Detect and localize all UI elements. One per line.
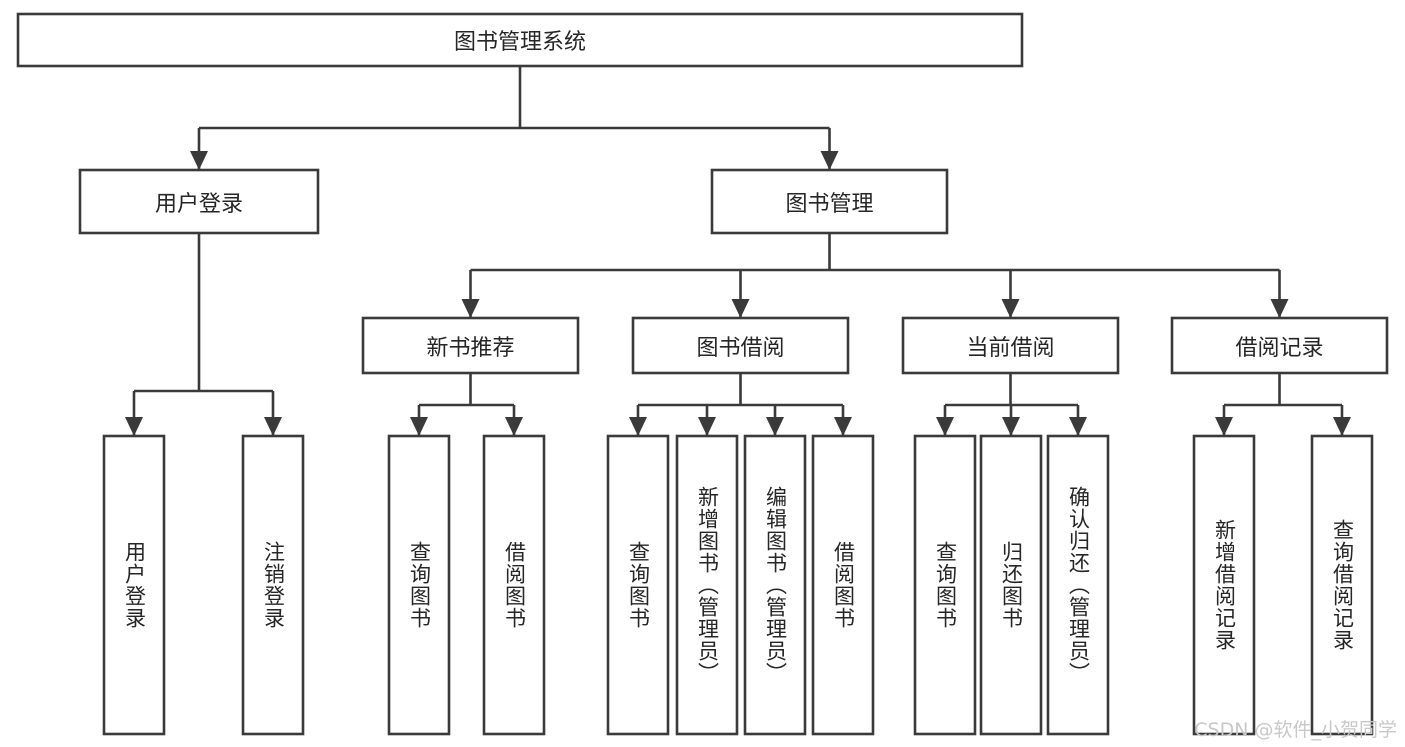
node-box-leaf-query-book-borrow[interactable] xyxy=(606,434,670,736)
arrow-head-bookmgmt-to-level2-2 xyxy=(1001,299,1020,318)
node-box-leaf-borrow-book[interactable] xyxy=(811,434,875,736)
node-box-leaf-confirm-return[interactable] xyxy=(1046,434,1110,736)
node-box-leaf-user-login[interactable] xyxy=(102,434,166,736)
arrow-head-borrowrecord-to-leaves-0 xyxy=(1215,417,1233,436)
arrow-head-currentborrow-to-leaves-2 xyxy=(1069,417,1087,436)
arrow-head-currentborrow-to-leaves-1 xyxy=(1002,417,1020,436)
arrow-head-currentborrow-to-leaves-0 xyxy=(936,417,954,436)
arrow-head-bookmgmt-to-level2-0 xyxy=(461,299,480,318)
node-box-leaf-query-book-cur[interactable] xyxy=(913,434,977,736)
node-box-book-borrow[interactable] xyxy=(631,316,850,375)
node-box-new-book-recommend[interactable] xyxy=(361,316,580,375)
arrow-head-bookmgmt-to-level2-1 xyxy=(731,299,750,318)
node-box-leaf-return-book[interactable] xyxy=(979,434,1043,736)
node-box-root[interactable] xyxy=(16,12,1024,68)
arrow-head-root-to-level1-1 xyxy=(820,151,839,170)
arrow-head-userlogin-to-leaves-1 xyxy=(264,417,282,436)
arrow-head-bookborrow-to-leaves-1 xyxy=(698,417,716,436)
arrow-head-userlogin-to-leaves-0 xyxy=(125,417,143,436)
node-box-leaf-logout[interactable] xyxy=(241,434,305,736)
edges-layer xyxy=(125,66,1351,436)
arrow-head-newbook-to-leaves-0 xyxy=(410,417,428,436)
arrow-head-bookborrow-to-leaves-2 xyxy=(766,417,784,436)
node-box-leaf-borrow-book-rec[interactable] xyxy=(482,434,546,736)
node-box-leaf-add-record[interactable] xyxy=(1192,434,1256,736)
arrow-head-root-to-level1-0 xyxy=(190,151,208,170)
arrow-head-newbook-to-leaves-1 xyxy=(505,417,523,436)
arrow-head-bookborrow-to-leaves-3 xyxy=(834,417,852,436)
node-box-leaf-edit-book[interactable] xyxy=(743,434,807,736)
node-box-leaf-query-book-rec[interactable] xyxy=(387,434,451,736)
arrow-head-borrowrecord-to-leaves-1 xyxy=(1333,417,1351,436)
arrow-head-bookmgmt-to-level2-3 xyxy=(1270,299,1289,318)
nodes-layer xyxy=(16,12,1389,736)
node-box-user-login[interactable] xyxy=(78,168,320,235)
node-box-leaf-query-record[interactable] xyxy=(1310,434,1374,736)
node-box-current-borrow[interactable] xyxy=(901,316,1120,375)
node-box-leaf-add-book[interactable] xyxy=(675,434,739,736)
arrow-head-bookborrow-to-leaves-0 xyxy=(629,417,647,436)
node-box-book-management[interactable] xyxy=(710,168,949,235)
node-box-borrow-record[interactable] xyxy=(1170,316,1389,375)
